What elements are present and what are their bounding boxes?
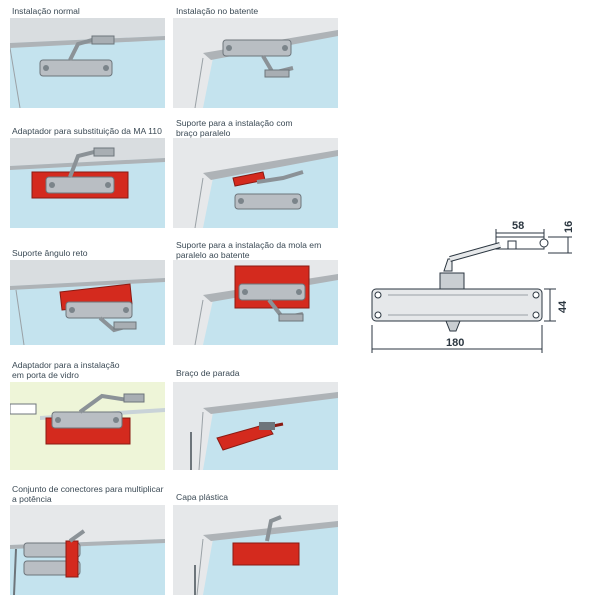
- panel-ma110-adapter: [10, 138, 165, 228]
- caption-spring-parallel-frame: Suporte para a instalação da mola em par…: [176, 240, 322, 260]
- caption-plastic-cover: Capa plástica: [176, 492, 229, 502]
- door-closer-icon: [23, 529, 86, 578]
- dimension-label-44: 44: [557, 300, 569, 313]
- caption-multiplier-connectors: Conjunto de conectores para multiplicar …: [12, 484, 164, 504]
- dimension-label-58: 58: [512, 220, 524, 232]
- panel-normal-installation: [10, 18, 165, 108]
- door-closer-icon: [222, 39, 294, 78]
- panel-spring-parallel-frame: [173, 260, 338, 345]
- caption-frame-installation: Instalação no batente: [176, 6, 259, 16]
- dimension-label-180: 180: [446, 337, 464, 349]
- panel-parallel-arm-bracket: [173, 138, 338, 228]
- door-closer-icon: [39, 35, 115, 77]
- door-closer-icon: [234, 170, 304, 210]
- panel-stop-arm: [173, 382, 338, 470]
- caption-glass-door-adapter: Adaptador para a instalação em porta de …: [12, 360, 120, 380]
- panel-multiplier-connectors: [10, 505, 165, 595]
- dimension-label-16: 16: [563, 221, 575, 233]
- caption-right-angle-bracket: Suporte ângulo reto: [12, 248, 88, 258]
- door-closer-icon: [51, 393, 145, 429]
- door-closer-icon: [45, 147, 115, 194]
- panel-right-angle-bracket: [10, 260, 165, 345]
- door-closer-icon: [65, 301, 137, 333]
- panel-glass-door-adapter: [10, 382, 165, 470]
- caption-ma110-adapter: Adaptador para substituição da MA 110: [12, 126, 162, 136]
- caption-stop-arm: Braço de parada: [176, 368, 240, 378]
- panel-plastic-cover: [173, 505, 338, 595]
- dimension-drawing: 58 16 44 180: [360, 215, 590, 370]
- panel-frame-installation: [173, 18, 338, 108]
- caption-parallel-arm-bracket: Suporte para a instalação com braço para…: [176, 118, 293, 138]
- door-closer-icon: [371, 236, 549, 332]
- caption-normal-installation: Instalação normal: [12, 6, 80, 16]
- door-closer-icon: [238, 283, 306, 322]
